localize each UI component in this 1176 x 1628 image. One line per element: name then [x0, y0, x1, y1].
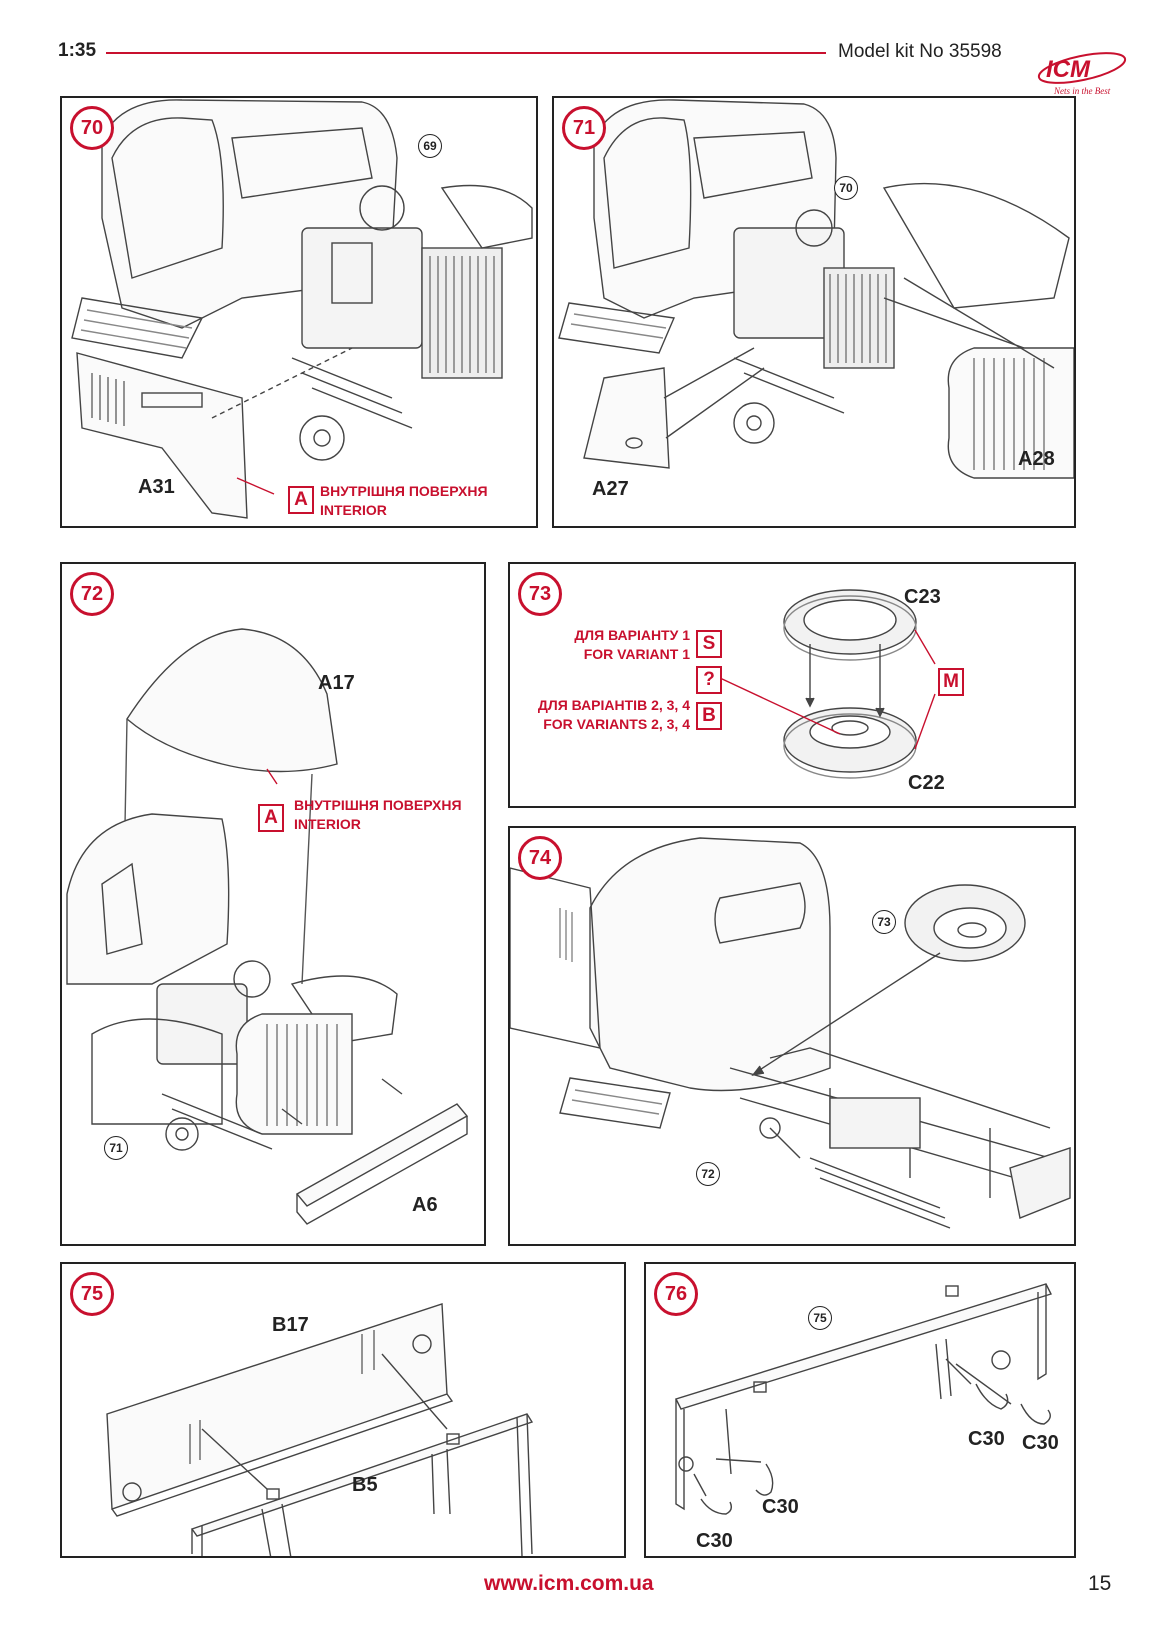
svg-text:Nets in the Best: Nets in the Best: [1053, 86, 1111, 96]
part-label-c30-a: C30: [968, 1428, 1005, 1450]
part-label-c23: C23: [904, 586, 941, 608]
step-70-panel: 70 69 A31 A ВНУТРІШНЯ ПОВЕРХНЯ INTERIOR: [60, 96, 538, 528]
step-75-number: 75: [70, 1272, 114, 1316]
variant-1-note: ДЛЯ ВАРІАНТУ 1 FOR VARIANT 1: [520, 626, 690, 664]
interior-note-ua: ВНУТРІШНЯ ПОВЕРХНЯ: [320, 483, 488, 499]
step-71-number: 71: [562, 106, 606, 150]
part-label-a6: A6: [412, 1194, 438, 1216]
interior-note-en: INTERIOR: [320, 502, 387, 518]
paint-box-m: M: [938, 668, 964, 696]
paint-box-b: B: [696, 702, 722, 730]
step-71-drawing: [558, 99, 1074, 479]
step-74-panel: 74 73 72: [508, 826, 1076, 1246]
icm-logo: ICM Nets in the Best: [1037, 52, 1127, 96]
part-label-b5: B5: [352, 1474, 378, 1496]
part-label-c30-d: C30: [696, 1530, 733, 1552]
step-70-drawing: [71, 99, 533, 519]
part-label-c30-c: C30: [762, 1496, 799, 1518]
footer-url[interactable]: www.icm.com.ua: [484, 1572, 654, 1595]
variants-234-note-en: FOR VARIANTS 2, 3, 4: [543, 716, 690, 732]
part-label-b17: B17: [272, 1314, 309, 1336]
interior-note-hood-en: INTERIOR: [294, 816, 361, 832]
svg-text:ICM: ICM: [1046, 56, 1091, 83]
step-74-ref-73: 73: [872, 910, 896, 934]
kit-number: Model kit No 35598: [838, 41, 1002, 62]
step-76-number: 76: [654, 1272, 698, 1316]
paint-box-s: S: [696, 630, 722, 658]
part-label-a27: A27: [592, 478, 629, 500]
variants-234-note-ua: ДЛЯ ВАРІАНТІВ 2, 3, 4: [537, 697, 690, 713]
step-76-drawing: [675, 1283, 1052, 1515]
variant-1-note-ua: ДЛЯ ВАРІАНТУ 1: [574, 627, 690, 643]
variant-1-note-en: FOR VARIANT 1: [583, 646, 690, 662]
interior-note: ВНУТРІШНЯ ПОВЕРХНЯ INTERIOR: [320, 482, 488, 520]
step-72-drawing: [66, 628, 469, 1225]
step-76-panel: 76 75 C30 C30 C30 C30: [644, 1262, 1076, 1558]
step-71-panel: 71 70 A27 A28: [552, 96, 1076, 528]
part-label-a17: A17: [318, 672, 355, 694]
step-75-panel: 75 B17 B5: [60, 1262, 626, 1558]
step-74-ref-72: 72: [696, 1162, 720, 1186]
step-73-panel: 73 C23 C22 ДЛЯ ВАРІАНТУ 1 FOR VARIANT 1 …: [508, 562, 1076, 808]
variants-234-note: ДЛЯ ВАРІАНТІВ 2, 3, 4 FOR VARIANTS 2, 3,…: [510, 696, 690, 734]
header-rule: [106, 52, 826, 54]
scale-label: 1:35: [58, 40, 97, 61]
step-74-number: 74: [518, 836, 562, 880]
step-72-ref: 71: [104, 1136, 128, 1160]
step-72-panel: 72 A17 A ВНУТРІШНЯ ПОВЕРХНЯ INTERIOR 71 …: [60, 562, 486, 1246]
step-70-number: 70: [70, 106, 114, 150]
interior-note-hood-ua: ВНУТРІШНЯ ПОВЕРХНЯ: [294, 797, 462, 813]
part-label-c22: C22: [908, 772, 945, 794]
step-74-drawing: [510, 837, 1071, 1229]
step-70-ref: 69: [418, 134, 442, 158]
part-label-c30-b: C30: [1022, 1432, 1059, 1454]
step-71-ref: 70: [834, 176, 858, 200]
step-72-number: 72: [70, 572, 114, 616]
step-75-drawing: [106, 1303, 534, 1556]
paint-box-a-hood: A: [258, 804, 284, 832]
step-73-drawing: [719, 589, 936, 779]
interior-note-hood: ВНУТРІШНЯ ПОВЕРХНЯ INTERIOR: [294, 796, 462, 834]
part-label-a31: A31: [138, 476, 175, 498]
paint-box-a: A: [288, 486, 314, 514]
part-label-a28: A28: [1018, 448, 1055, 470]
step-76-ref: 75: [808, 1306, 832, 1330]
paint-box-unknown: ?: [696, 666, 722, 694]
step-73-number: 73: [518, 572, 562, 616]
page-number: 15: [1088, 1572, 1112, 1595]
